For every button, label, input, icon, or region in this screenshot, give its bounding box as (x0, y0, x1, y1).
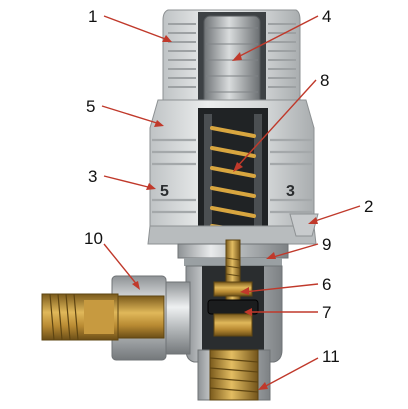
callout-9: 9 (266, 235, 331, 259)
callout-2: 2 (308, 197, 373, 224)
scale-mark-right: 3 (286, 183, 295, 200)
callout-1: 1 (88, 7, 172, 42)
callout-8: 8 (233, 71, 329, 172)
svg-text:7: 7 (322, 303, 331, 322)
svg-text:6: 6 (322, 275, 331, 294)
svg-text:11: 11 (322, 347, 340, 366)
tailpiece (41, 293, 119, 341)
svg-text:4: 4 (322, 7, 331, 26)
svg-text:2: 2 (364, 197, 373, 216)
valve-plug (207, 299, 259, 337)
svg-text:8: 8 (320, 71, 329, 90)
callout-11: 11 (258, 347, 340, 390)
callout-3: 3 (88, 167, 156, 190)
callout-6: 6 (240, 275, 331, 295)
callout-5: 5 (86, 97, 164, 127)
svg-text:5: 5 (86, 97, 95, 116)
thermostatic-head: 5 3 (147, 9, 319, 245)
callout-7: 7 (244, 303, 331, 322)
union-nut (111, 275, 167, 361)
callout-10: 10 (84, 229, 140, 290)
callouts: 1 4 8 5 3 2 9 (84, 7, 373, 390)
scale-mark-left: 5 (160, 183, 169, 200)
svg-text:3: 3 (88, 167, 97, 186)
svg-text:1: 1 (88, 7, 97, 26)
svg-text:10: 10 (84, 229, 103, 248)
callout-4: 4 (232, 7, 331, 61)
valve-body (41, 239, 289, 401)
svg-text:9: 9 (322, 235, 331, 254)
